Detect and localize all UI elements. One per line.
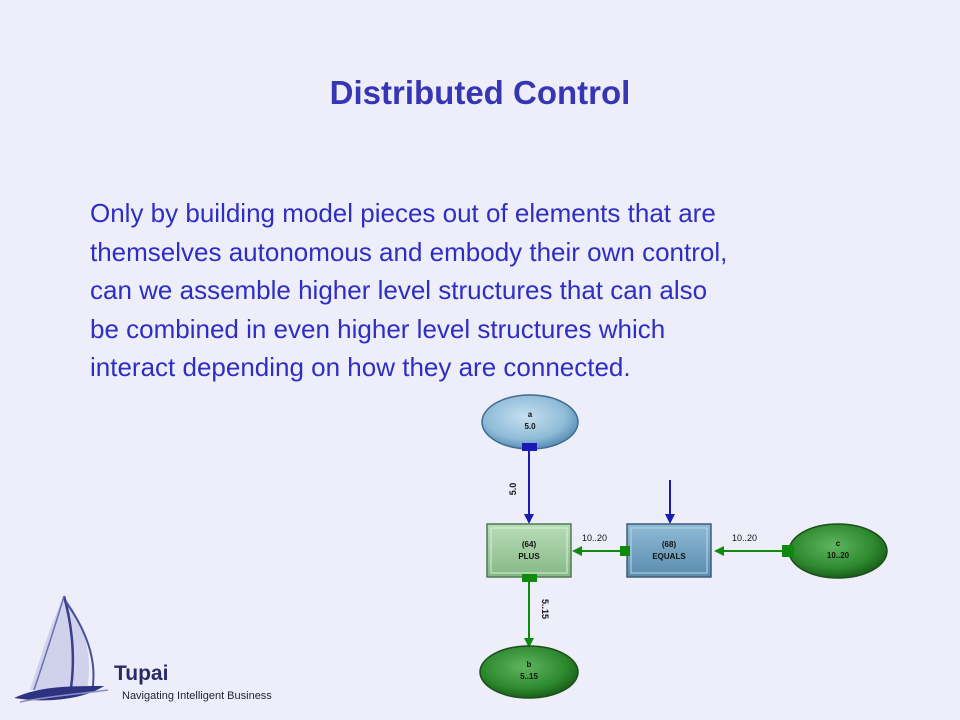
- body-line: be combined in even higher level structu…: [90, 313, 666, 344]
- node-b-value: 5..15: [520, 672, 538, 681]
- port-c-output: [782, 545, 794, 557]
- node-a-value: 5.0: [524, 422, 536, 431]
- port-a-output: [522, 443, 537, 451]
- body-line: Only by building model pieces out of ele…: [90, 198, 716, 228]
- edge-label-equals-plus: 10..20: [582, 533, 607, 543]
- node-equals[interactable]: (68) EQUALS: [626, 523, 712, 578]
- edge-label-plus-b: 5..15: [540, 599, 550, 619]
- node-c[interactable]: c 10..20: [788, 523, 888, 579]
- node-a-name: a: [528, 410, 533, 419]
- node-b[interactable]: b 5..15: [479, 645, 579, 699]
- node-plus[interactable]: (64) PLUS: [486, 523, 572, 578]
- port-equals-output: [620, 546, 630, 556]
- port-plus-output: [522, 574, 537, 582]
- slide-body-text: Only by building model pieces out of ele…: [90, 194, 890, 387]
- node-a[interactable]: a 5.0: [481, 394, 579, 450]
- node-b-name: b: [527, 660, 532, 669]
- body-line: can we assemble higher level structures …: [90, 275, 708, 305]
- node-c-value: 10..20: [827, 551, 850, 560]
- node-equals-name: EQUALS: [652, 552, 686, 561]
- body-line: interact depending on how they are conne…: [90, 352, 631, 382]
- node-equals-id: (68): [662, 540, 677, 549]
- node-plus-name: PLUS: [518, 552, 540, 561]
- sailboat-icon: [14, 595, 109, 703]
- node-c-name: c: [836, 539, 841, 548]
- company-name: Tupai: [114, 662, 169, 685]
- edge-label-a-plus: 5.0: [508, 483, 518, 496]
- slide-title: Distributed Control: [329, 74, 631, 111]
- body-line: themselves autonomous and embody their o…: [90, 236, 728, 267]
- company-tagline: Navigating Intelligent Business: [122, 690, 272, 702]
- node-plus-id: (64): [522, 540, 537, 549]
- edge-label-c-equals: 10..20: [732, 533, 757, 543]
